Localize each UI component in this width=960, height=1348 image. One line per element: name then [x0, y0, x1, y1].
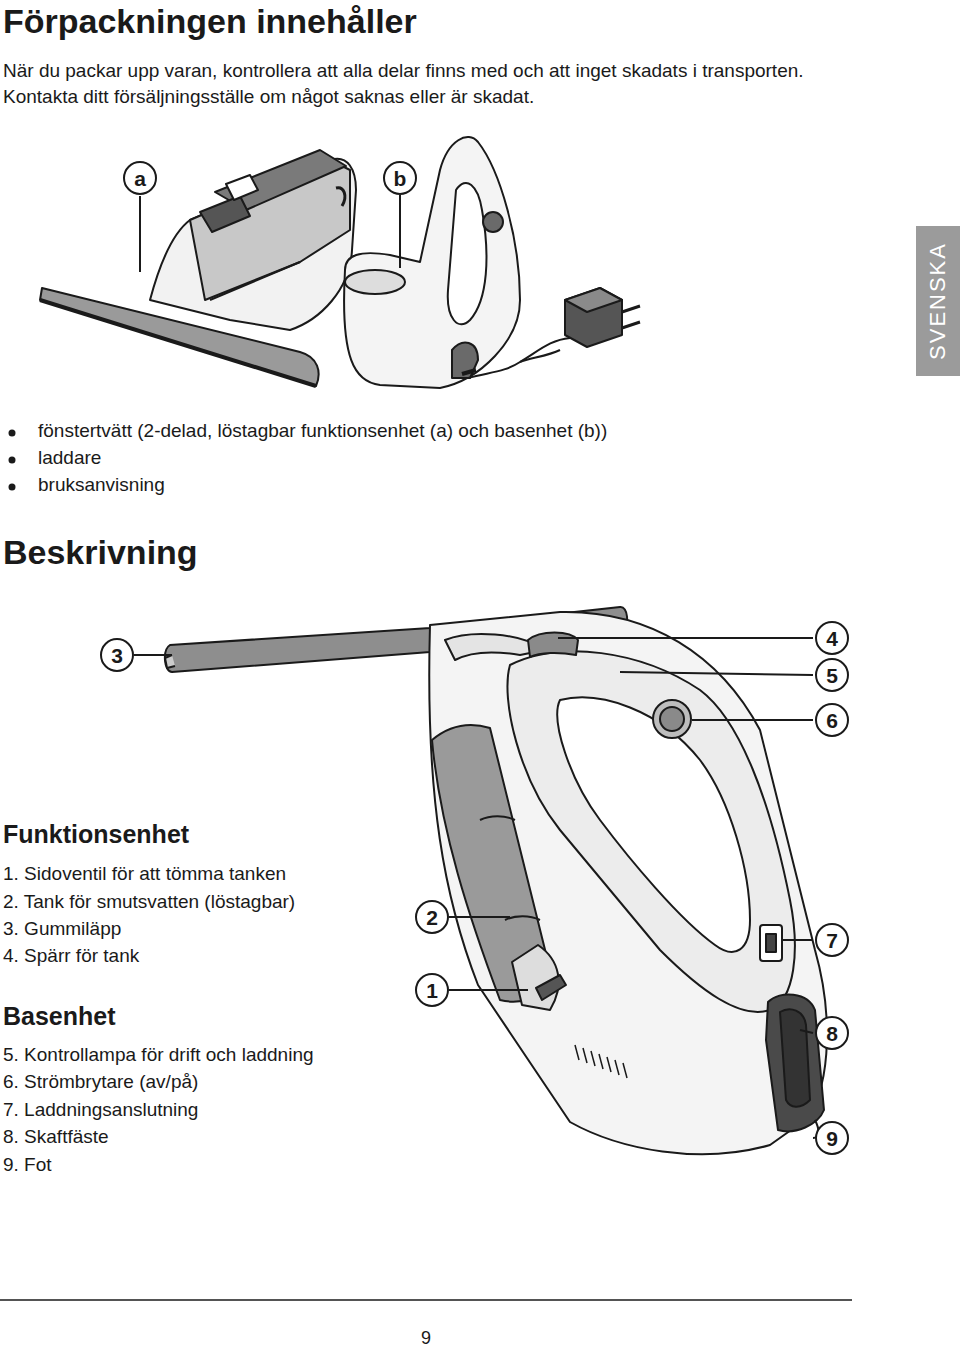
- callout-number: 9: [815, 1121, 849, 1155]
- sub-heading: Basenhet: [3, 1002, 116, 1031]
- part-list-item: 6. Strömbrytare (av/på): [3, 1071, 198, 1093]
- callout-text: a: [134, 168, 146, 189]
- bullet-item: bruksanvisning: [38, 474, 165, 496]
- callout-number: 5: [815, 658, 849, 692]
- vent-stroke: [591, 1051, 595, 1066]
- language-tab: SVENSKA: [916, 226, 960, 376]
- callout-number: 1: [415, 973, 449, 1007]
- callout-text: 3: [111, 645, 123, 666]
- callout-text: 5: [826, 665, 838, 686]
- sub-heading: Funktionsenhet: [3, 820, 189, 849]
- callout-number: 2: [415, 900, 449, 934]
- callout-text: 1: [426, 980, 438, 1001]
- callout-number: 6: [815, 703, 849, 737]
- callout-text: 2: [426, 907, 438, 928]
- part-list-item: 7. Laddningsanslutning: [3, 1099, 198, 1121]
- page-title: Förpackningen innehåller: [3, 2, 417, 41]
- section-heading: Beskrivning: [3, 533, 198, 572]
- callout-number: b: [383, 161, 417, 195]
- part-list-item: 1. Sidoventil för att tömma tanken: [3, 863, 286, 885]
- vent-stroke: [615, 1060, 619, 1075]
- vent-stroke: [623, 1063, 627, 1078]
- callout-number: 3: [100, 638, 134, 672]
- callout-number: 8: [815, 1016, 849, 1050]
- vent-stroke: [607, 1057, 611, 1072]
- callout-number: a: [123, 161, 157, 195]
- bullet-item: fönstertvätt (2-delad, löstagbar funktio…: [38, 420, 607, 442]
- part-list-item: 3. Gummiläpp: [3, 918, 121, 940]
- part-list-item: 4. Spärr för tank: [3, 945, 139, 967]
- callout-text: 6: [826, 710, 838, 731]
- tab-text: SVENSKA: [925, 242, 951, 360]
- callout-number: 4: [815, 621, 849, 655]
- bullet-item: laddare: [38, 447, 101, 469]
- intro-paragraph: När du packar upp varan, kontrollera att…: [3, 58, 823, 110]
- callout-text: 9: [826, 1128, 838, 1149]
- vent-stroke: [599, 1054, 603, 1069]
- callout-text: 7: [826, 930, 838, 951]
- part-list-item: 5. Kontrollampa för drift och laddning: [3, 1044, 314, 1066]
- callout-text: b: [394, 168, 407, 189]
- callout-number: 7: [815, 923, 849, 957]
- vent-stroke: [575, 1045, 579, 1060]
- vent-stroke: [583, 1048, 587, 1063]
- callout-text: 8: [826, 1023, 838, 1044]
- callout-text: 4: [826, 628, 838, 649]
- part-list-item: 9. Fot: [3, 1154, 52, 1176]
- part-list-item: 8. Skaftfäste: [3, 1126, 109, 1148]
- page-number: 9: [421, 1328, 431, 1348]
- part-list-item: 2. Tank för smutsvatten (löstagbar): [3, 891, 295, 913]
